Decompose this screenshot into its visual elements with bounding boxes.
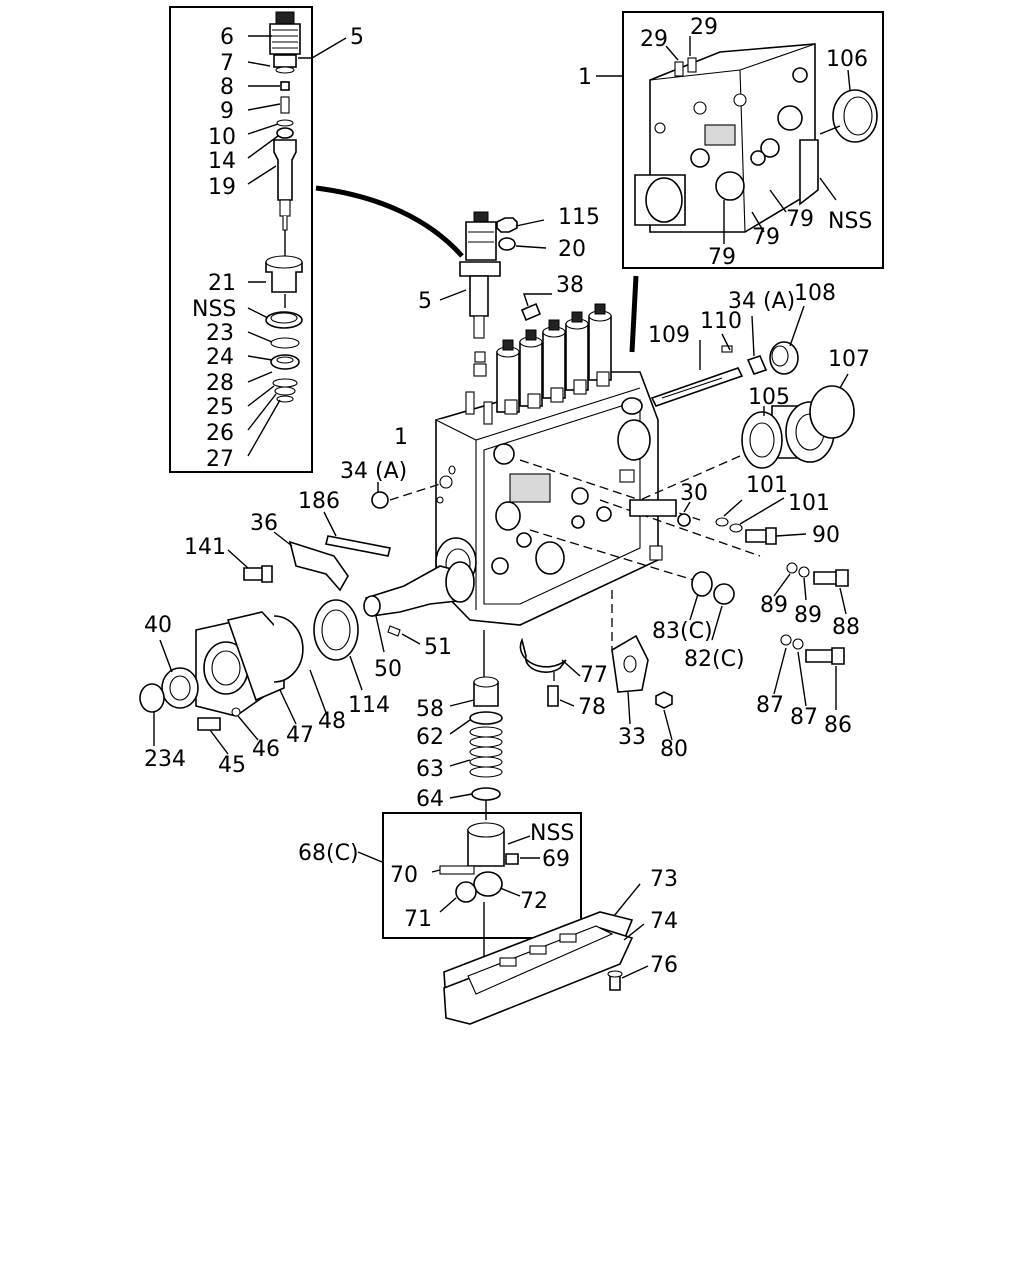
- callout-74: 74: [650, 909, 678, 934]
- callout-72: 72: [520, 889, 548, 914]
- callout-14: 14: [208, 149, 236, 174]
- callout-29-b: 29: [690, 15, 718, 40]
- callout-77: 77: [580, 663, 608, 688]
- callout-30: 30: [680, 481, 708, 506]
- callout-114: 114: [348, 693, 390, 718]
- bottom-plates: [443, 883, 649, 1025]
- drive-shaft: [363, 561, 475, 653]
- callout-28: 28: [206, 371, 234, 396]
- callout-45: 45: [218, 753, 246, 778]
- callout-25: 25: [206, 395, 234, 420]
- callout-1-inset: 1: [578, 65, 592, 90]
- callout-79-b: 79: [752, 225, 780, 250]
- delivery-holder-5: [439, 211, 552, 377]
- callout-87-b: 87: [790, 705, 818, 730]
- callout-115: 115: [558, 205, 600, 230]
- callout-nss-inset: NSS: [192, 297, 236, 322]
- callout-27: 27: [206, 447, 234, 472]
- callout-40: 40: [144, 613, 172, 638]
- callout-89-b: 89: [794, 603, 822, 628]
- callout-labels: 6 7 5 8 9 10 14 19 21 NSS 23 24 28 25 26…: [144, 15, 872, 978]
- callout-20: 20: [558, 237, 586, 262]
- callout-46: 46: [252, 737, 280, 762]
- main-pump-body: [435, 303, 663, 626]
- callout-8: 8: [220, 75, 234, 100]
- callout-5-main: 5: [418, 289, 432, 314]
- callout-10: 10: [208, 125, 236, 150]
- callout-34a-top: 34 (A): [728, 289, 795, 314]
- callout-64: 64: [416, 787, 444, 812]
- plunger-barrels: [496, 303, 612, 415]
- tappet-stack: [449, 630, 503, 820]
- callout-141: 141: [184, 535, 226, 560]
- spring-63: [469, 726, 503, 778]
- inset-nozzle-holder: [169, 6, 347, 473]
- callout-83c: 83(C): [652, 619, 713, 644]
- callout-21: 21: [208, 271, 236, 296]
- callout-36: 36: [250, 511, 278, 536]
- left-bracket-parts: [227, 482, 441, 592]
- callout-107: 107: [828, 347, 870, 372]
- callout-47: 47: [286, 723, 314, 748]
- callout-69: 69: [542, 847, 570, 872]
- callout-82c: 82(C): [684, 647, 745, 672]
- front-cover: [139, 599, 363, 755]
- callout-71: 71: [404, 907, 432, 932]
- callout-101-b: 101: [788, 491, 830, 516]
- callout-79-c: 79: [708, 245, 736, 270]
- callout-88: 88: [832, 615, 860, 640]
- callout-89-a: 89: [760, 593, 788, 618]
- callout-1-main: 1: [394, 425, 408, 450]
- callout-186: 186: [298, 489, 340, 514]
- callout-86: 86: [824, 713, 852, 738]
- callout-51: 51: [424, 635, 452, 660]
- callout-108: 108: [794, 281, 836, 306]
- bolts-right: [519, 459, 849, 710]
- callout-nss-tappet: NSS: [530, 821, 574, 846]
- callout-19: 19: [208, 175, 236, 200]
- callout-nss-housing: NSS: [828, 209, 872, 234]
- callout-26: 26: [206, 421, 234, 446]
- pointer-arrow-left: [315, 185, 464, 258]
- callout-105: 105: [748, 385, 790, 410]
- callout-50: 50: [374, 657, 402, 682]
- callout-33: 33: [618, 725, 646, 750]
- callout-62: 62: [416, 725, 444, 750]
- callout-78: 78: [578, 695, 606, 720]
- inset-pump-housing: [596, 11, 884, 269]
- callout-63: 63: [416, 757, 444, 782]
- callout-87-a: 87: [756, 693, 784, 718]
- callout-7: 7: [220, 51, 234, 76]
- callout-34a-left: 34 (A): [340, 459, 407, 484]
- callout-58: 58: [416, 697, 444, 722]
- callout-24: 24: [206, 345, 234, 370]
- bottom-bracket-parts: [519, 590, 673, 741]
- callout-101-a: 101: [746, 473, 788, 498]
- callout-79-a: 79: [786, 207, 814, 232]
- callout-5-inset: 5: [350, 25, 364, 50]
- callout-9: 9: [220, 99, 234, 124]
- plug-washer: [529, 529, 735, 641]
- callout-90: 90: [812, 523, 840, 548]
- callout-29-a: 29: [640, 27, 668, 52]
- callout-6: 6: [220, 25, 234, 50]
- callout-73: 73: [650, 867, 678, 892]
- roller-tappet-box: [357, 812, 582, 968]
- callout-23: 23: [206, 321, 234, 346]
- callout-110: 110: [700, 309, 742, 334]
- callout-234: 234: [144, 747, 186, 772]
- governor-parts: [639, 305, 855, 501]
- callout-109: 109: [648, 323, 690, 348]
- callout-48: 48: [318, 709, 346, 734]
- callout-38: 38: [556, 273, 584, 298]
- callout-76: 76: [650, 953, 678, 978]
- callout-70: 70: [390, 863, 418, 888]
- callout-80: 80: [660, 737, 688, 762]
- pointer-arrow-right: [629, 275, 639, 353]
- callout-68c: 68(C): [298, 841, 359, 866]
- callout-106: 106: [826, 47, 868, 72]
